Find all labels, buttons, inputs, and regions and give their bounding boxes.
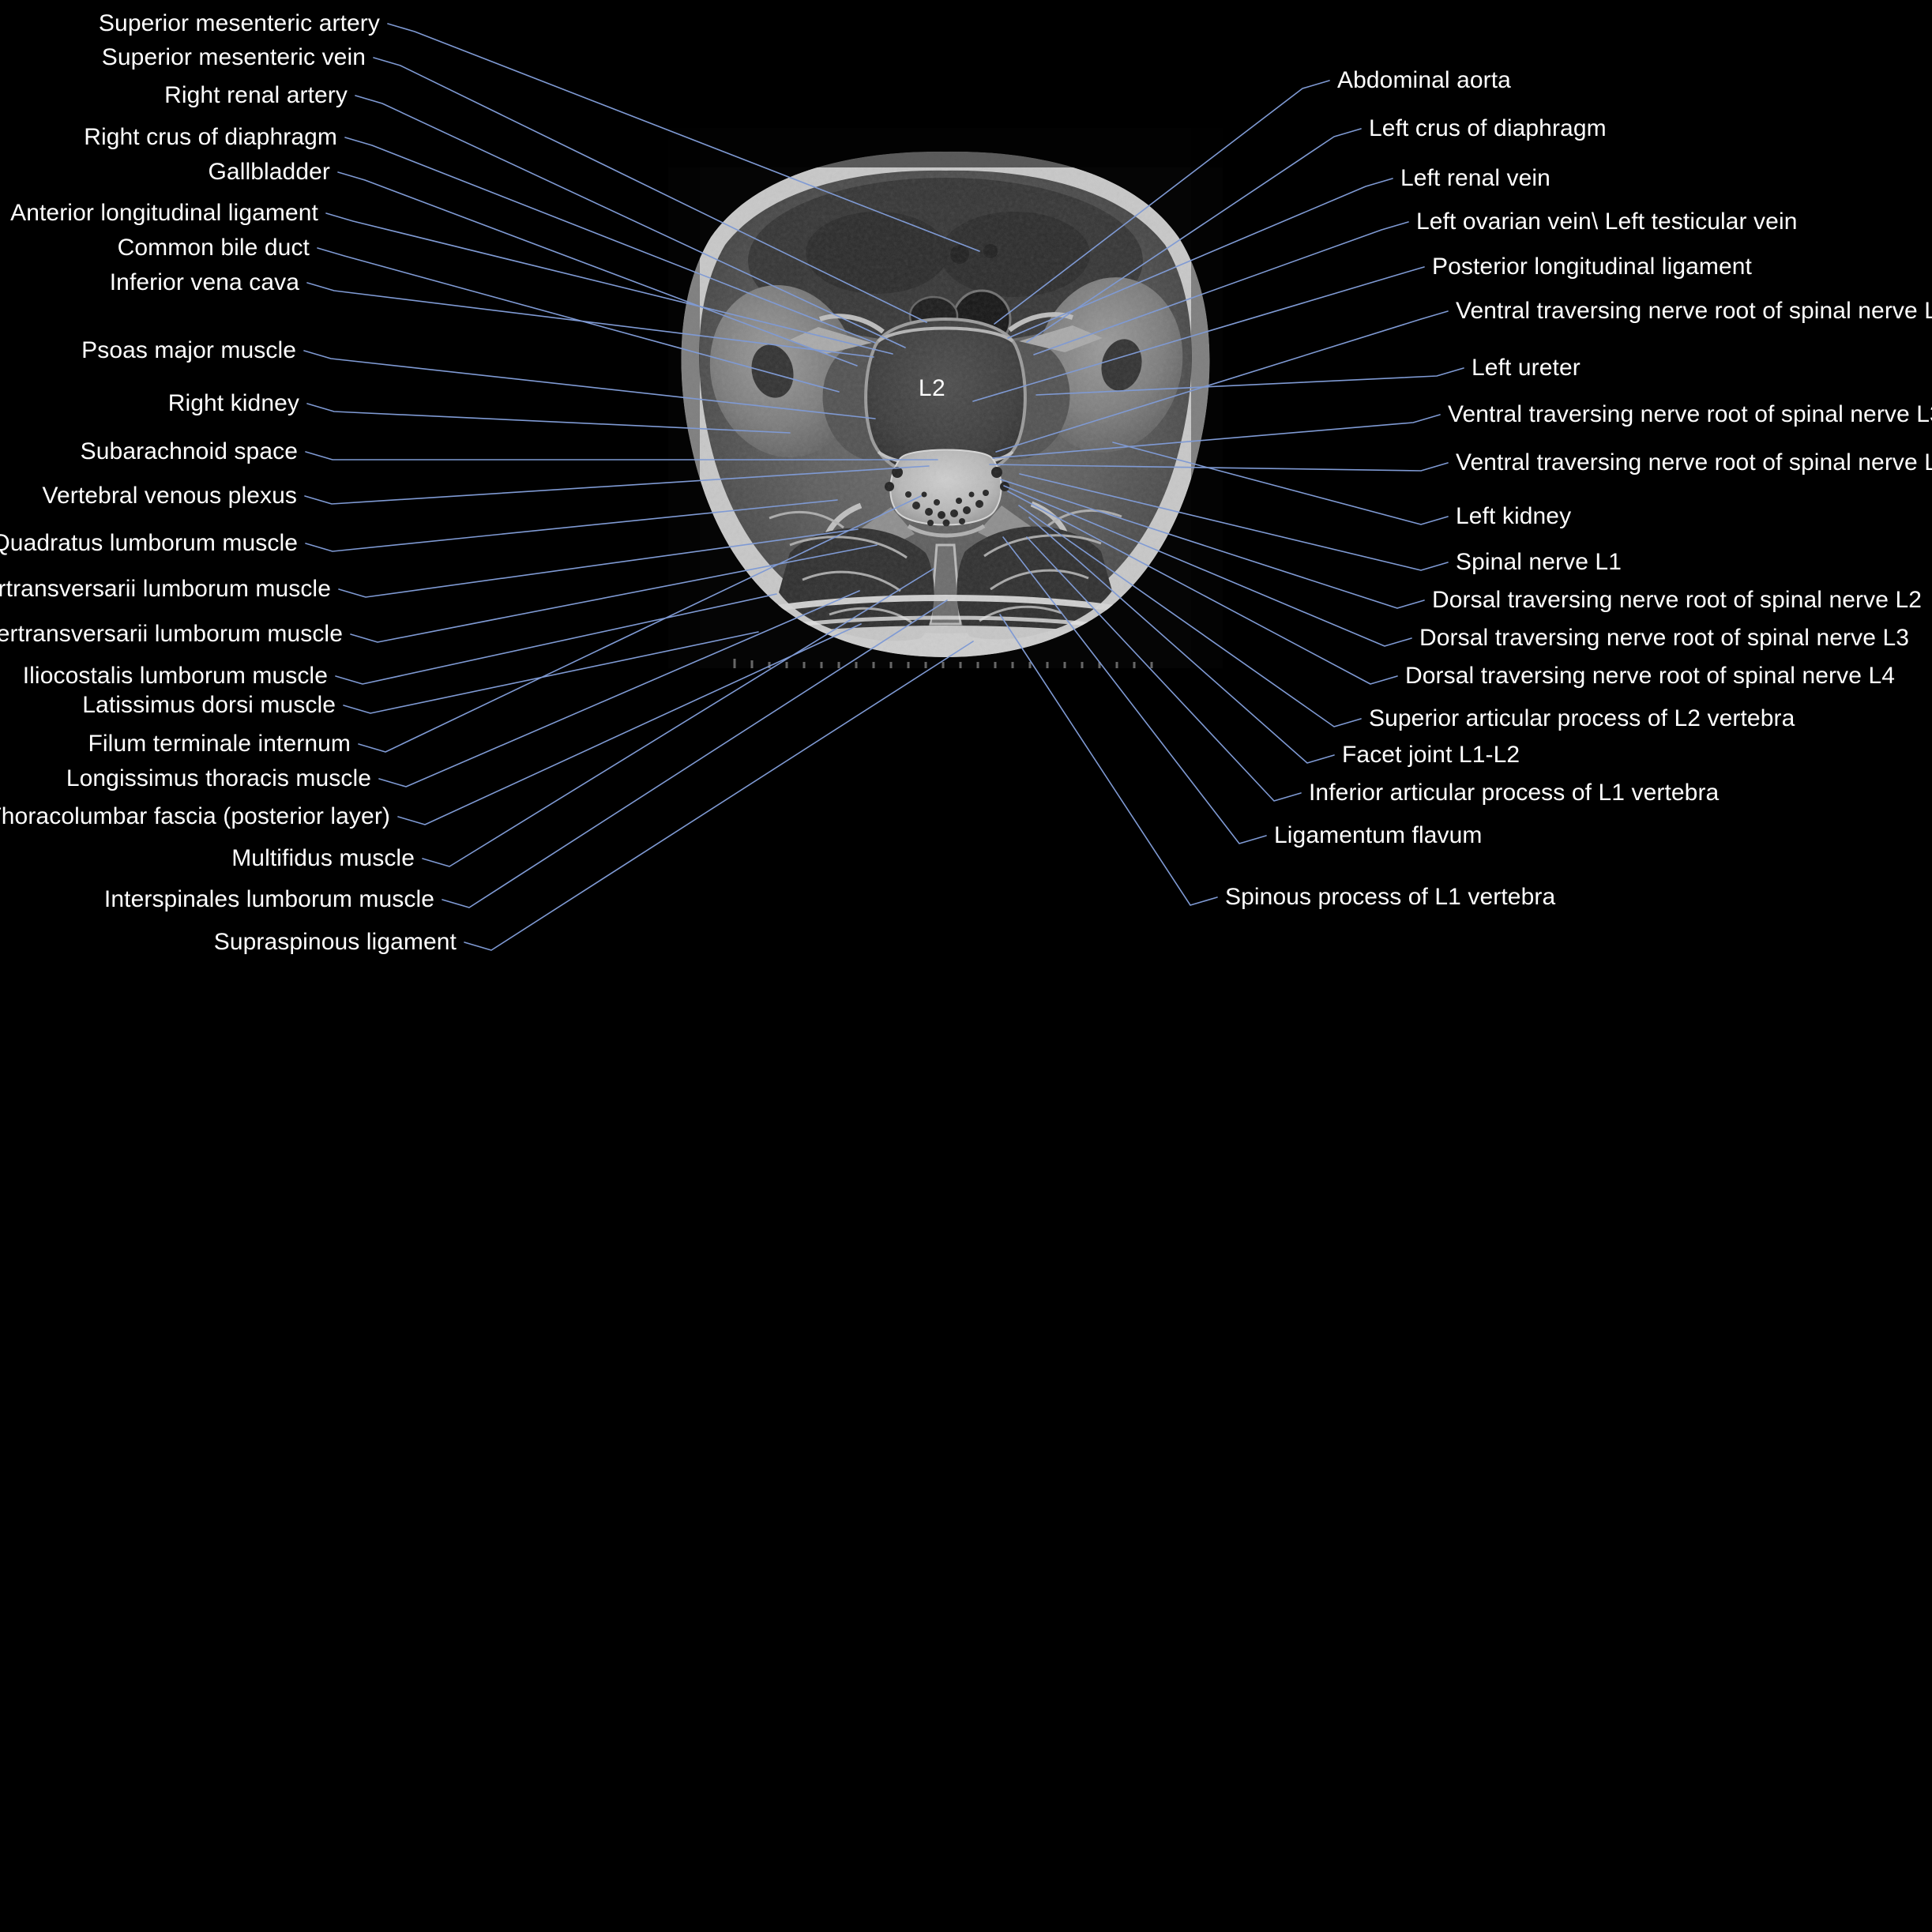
leader-longissimus-thoracis-muscle — [378, 590, 860, 787]
label-subarachnoid-space: Subarachnoid space — [80, 438, 298, 464]
leader-subarachnoid-space — [305, 451, 938, 460]
label-posterior-longitudinal-ligament: Posterior longitudinal ligament — [1432, 254, 1752, 280]
leader-right-crus-of-diaphragm — [344, 137, 876, 344]
label-common-bile-duct: Common bile duct — [117, 235, 310, 261]
label-multifidus-muscle: Multifidus muscle — [231, 845, 415, 871]
leader-superior-mesenteric-artery — [387, 23, 980, 252]
label-spinous-process-of-l1-vertebra: Spinous process of L1 vertebra — [1225, 884, 1556, 910]
leader-gallbladder — [337, 171, 858, 366]
leader-left-ureter — [1036, 367, 1464, 396]
leader-right-renal-artery — [355, 95, 906, 348]
label-superior-mesenteric-vein: Superior mesenteric vein — [101, 44, 366, 70]
label-ventral-traversing-nerve-root-of-spinal-nerve-l3: Ventral traversing nerve root of spinal … — [1448, 401, 1932, 427]
leader-latissimus-dorsi-muscle — [343, 631, 759, 714]
label-superior-articular-process-of-l2-vertebra: Superior articular process of L2 vertebr… — [1369, 705, 1795, 731]
leader-left-kidney — [1112, 442, 1449, 525]
label-facet-joint-l1-l2: Facet joint L1-L2 — [1342, 742, 1520, 768]
label-vertebral-venous-plexus: Vertebral venous plexus — [42, 483, 297, 509]
label-thoracolumbar-fascia-posterior-layer: Thoracolumbar fascia (posterior layer) — [0, 803, 390, 829]
leader-quadratus-lumborum-muscle — [305, 499, 838, 552]
leader-medial-intertransversarii-lumborum-muscle — [350, 544, 878, 643]
leader-left-ovarian-vein-left-testicular-vein — [1033, 221, 1409, 355]
leader-right-kidney — [306, 403, 791, 434]
label-gallbladder: Gallbladder — [208, 159, 330, 185]
label-latissimus-dorsi-muscle: Latissimus dorsi muscle — [82, 692, 336, 718]
label-iliocostalis-lumborum-muscle: Iliocostalis lumborum muscle — [22, 663, 328, 689]
leader-left-crus-of-diaphragm — [1026, 128, 1362, 343]
label-superior-mesenteric-artery: Superior mesenteric artery — [98, 10, 380, 36]
leader-abdominal-aorta — [994, 80, 1330, 325]
mri-axial-slice — [668, 128, 1223, 668]
label-left-ovarian-vein-left-testicular-vein: Left ovarian vein\ Left testicular vein — [1416, 209, 1798, 235]
leader-dorsal-traversing-nerve-root-of-spinal-nerve-l2 — [1000, 479, 1425, 609]
leader-ventral-traversing-nerve-root-of-spinal-nerve-l2 — [989, 462, 1449, 472]
label-dorsal-traversing-nerve-root-of-spinal-nerve-l4: Dorsal traversing nerve root of spinal n… — [1405, 663, 1896, 689]
label-left-ureter: Left ureter — [1472, 355, 1581, 381]
label-right-crus-of-diaphragm: Right crus of diaphragm — [84, 124, 337, 150]
leader-superior-mesenteric-vein — [373, 57, 927, 323]
leader-superior-articular-process-of-l2-vertebra — [1018, 505, 1362, 727]
slice-level-marker: L2 — [918, 375, 946, 401]
label-filum-terminale-internum: Filum terminale internum — [88, 731, 351, 757]
mri-and-leader-lines-canvas — [303, 23, 1464, 951]
label-anterior-longitudinal-ligament: Anterior longitudinal ligament — [10, 200, 318, 226]
leader-common-bile-duct — [317, 247, 840, 393]
leader-dorsal-traversing-nerve-root-of-spinal-nerve-l3 — [1003, 485, 1412, 647]
label-dorsal-traversing-nerve-root-of-spinal-nerve-l2: Dorsal traversing nerve root of spinal n… — [1432, 587, 1923, 613]
leader-iliocostalis-lumborum-muscle — [335, 593, 777, 685]
leader-vertebral-venous-plexus — [304, 465, 930, 505]
leader-lateral-intertransversarii-lumborum-muscle — [338, 528, 859, 598]
leader-left-renal-vein — [1007, 178, 1393, 339]
label-right-renal-artery: Right renal artery — [164, 82, 348, 108]
leader-inferior-articular-process-of-l1-vertebra — [1026, 536, 1302, 802]
label-dorsal-traversing-nerve-root-of-spinal-nerve-l3: Dorsal traversing nerve root of spinal n… — [1419, 625, 1910, 651]
label-left-kidney: Left kidney — [1456, 503, 1572, 529]
label-abdominal-aorta: Abdominal aorta — [1337, 67, 1511, 93]
leader-ventral-traversing-nerve-root-of-spinal-nerve-l4 — [995, 310, 1449, 453]
leader-ligamentum-flavum — [1002, 536, 1267, 844]
label-left-renal-vein: Left renal vein — [1400, 165, 1550, 191]
leader-anterior-longitudinal-ligament — [325, 212, 893, 355]
leader-lines — [303, 23, 1464, 951]
label-interspinales-lumborum-muscle: Interspinales lumborum muscle — [103, 886, 434, 912]
leader-spinal-nerve-l1 — [1019, 473, 1449, 571]
leader-inferior-vena-cava — [306, 282, 874, 358]
leader-thoracolumbar-fascia-posterior-layer — [397, 623, 862, 825]
leader-dorsal-traversing-nerve-root-of-spinal-nerve-l4 — [1007, 491, 1398, 685]
leader-filum-terminale-internum — [358, 495, 922, 753]
label-medial-intertransversarii-lumborum-muscle: Medial intertransversarii lumborum muscl… — [0, 621, 343, 647]
leader-posterior-longitudinal-ligament — [972, 266, 1425, 402]
label-ventral-traversing-nerve-root-of-spinal-nerve-l2: Ventral traversing nerve root of spinal … — [1456, 449, 1932, 475]
label-spinal-nerve-l1: Spinal nerve L1 — [1456, 549, 1622, 575]
label-inferior-vena-cava: Inferior vena cava — [109, 269, 299, 295]
label-supraspinous-ligament: Supraspinous ligament — [213, 929, 457, 955]
leader-facet-joint-l1-l2 — [1028, 517, 1335, 764]
label-ligamentum-flavum: Ligamentum flavum — [1274, 822, 1483, 848]
leader-supraspinous-ligament — [464, 641, 974, 951]
leader-spinous-process-of-l1-vertebra — [999, 614, 1218, 906]
leader-multifidus-muscle — [422, 568, 934, 867]
label-quadratus-lumborum-muscle: Quadratus lumborum muscle — [0, 530, 298, 556]
label-inferior-articular-process-of-l1-vertebra: Inferior articular process of L1 vertebr… — [1309, 780, 1720, 806]
leader-interspinales-lumborum-muscle — [442, 600, 948, 908]
label-left-crus-of-diaphragm: Left crus of diaphragm — [1369, 115, 1607, 141]
label-longissimus-thoracis-muscle: Longissimus thoracis muscle — [66, 765, 371, 791]
label-lateral-intertransversarii-lumborum-muscle: Lateral intertransversarii lumborum musc… — [0, 576, 331, 602]
label-psoas-major-muscle: Psoas major muscle — [81, 337, 296, 363]
leader-ventral-traversing-nerve-root-of-spinal-nerve-l3 — [992, 414, 1441, 459]
leader-psoas-major-muscle — [303, 350, 876, 419]
label-right-kidney: Right kidney — [167, 390, 299, 416]
label-ventral-traversing-nerve-root-of-spinal-nerve-l4: Ventral traversing nerve root of spinal … — [1456, 298, 1932, 324]
